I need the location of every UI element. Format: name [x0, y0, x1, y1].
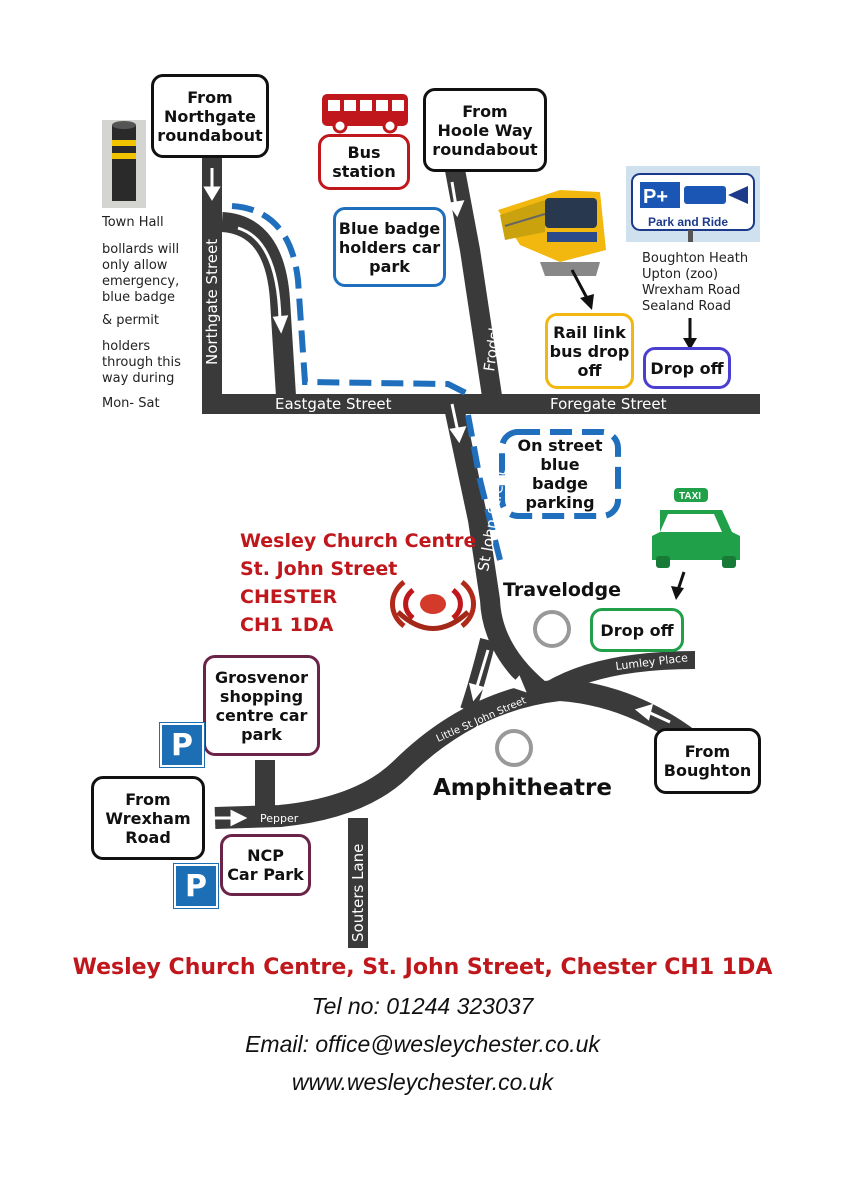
amphitheatre-marker — [495, 729, 533, 767]
blue-badge-route-north — [231, 203, 472, 398]
park-and-ride-code: P+ — [643, 186, 668, 208]
drop-off-taxi-box: Drop off — [590, 608, 684, 652]
travelodge-marker — [533, 610, 571, 648]
st-john-road — [445, 409, 547, 698]
taxi-pointer-arrowhead — [671, 586, 684, 600]
park-and-ride-label: Park and Ride — [648, 215, 728, 229]
street-label-northgate: Northgate Street — [203, 239, 221, 365]
venue-city: CHESTER — [240, 586, 338, 608]
bus-icon — [322, 94, 408, 134]
from-wrexham-box: From Wrexham Road — [91, 776, 205, 860]
taxi-sign-text: TAXI — [679, 491, 701, 502]
taxi-icon: TAXI — [652, 488, 740, 568]
northgate-curve-road — [220, 212, 296, 397]
blue-badge-car-park-box: Blue badge holders car park — [333, 207, 446, 287]
on-street-parking-outline — [499, 429, 621, 519]
from-hoole-way-box: From Hoole Way roundabout — [423, 88, 547, 172]
venue-location-icon — [389, 580, 477, 631]
travelodge-label: Travelodge — [503, 579, 621, 601]
bollards-note-2: & permit — [102, 313, 160, 328]
street-label-eastgate: Eastgate Street — [275, 395, 392, 413]
bus-station-box: Bus station — [318, 134, 410, 190]
bollard-icon — [102, 120, 146, 208]
park-ride-pointer-arrowhead — [683, 338, 697, 350]
little-st-john-road — [214, 678, 697, 829]
amphitheatre-label: Amphitheatre — [433, 775, 612, 801]
drop-off-park-ride-box: Drop off — [643, 347, 731, 389]
bollards-note-3: holders through this way during — [102, 339, 181, 386]
park-and-ride-destinations: Boughton Heath Upton (zoo) Wrexham Road … — [642, 251, 749, 314]
st-john-branch-road — [460, 638, 496, 713]
footer-telephone: Tel no: 01244 323037 — [311, 993, 534, 1019]
street-label-pepper: Pepper — [260, 812, 299, 825]
grosvenor-car-park-box: Grosvenor shopping centre car park — [203, 655, 320, 756]
town-hall-note: Town Hall — [102, 215, 164, 230]
lumley-road — [545, 651, 696, 698]
venue-street: St. John Street — [240, 558, 398, 580]
venue-name: Wesley Church Centre — [240, 530, 477, 552]
street-label-souters: Souters Lane — [349, 844, 367, 942]
frodsham-road — [445, 168, 502, 398]
from-northgate-box: From Northgate roundabout — [151, 74, 269, 158]
train-pointer-arrow — [570, 269, 590, 301]
venue-address-block: Wesley Church Centre St. John Street CHE… — [240, 527, 476, 639]
taxi-pointer-arrow — [676, 571, 686, 591]
blue-badge-routes — [231, 203, 621, 561]
footer-email[interactable]: Email: office@wesleychester.co.uk — [245, 1031, 600, 1057]
train-icon — [498, 190, 606, 276]
street-label-foregate: Foregate Street — [550, 395, 667, 413]
direction-arrows — [203, 168, 671, 827]
on-street-blue-badge-box: On street blue badge parking — [517, 436, 603, 512]
rail-link-box: Rail link bus drop off — [545, 313, 634, 389]
blue-badge-route-south — [465, 414, 503, 561]
footer-website[interactable]: www.wesleychester.co.uk — [291, 1069, 554, 1095]
from-boughton-box: From Boughton — [654, 728, 761, 794]
park-and-ride-sign: P+ Park and Ride — [626, 166, 760, 242]
venue-postcode: CH1 1DA — [240, 614, 334, 636]
footer-address: Wesley Church Centre, St. John Street, C… — [72, 955, 773, 980]
bollards-note-1: bollards will only allow emergency, blue… — [102, 242, 180, 305]
parking-icon-ncp: P — [174, 864, 218, 908]
ncp-car-park-box: NCP Car Park — [220, 834, 311, 896]
bollards-note-4: Mon- Sat — [102, 396, 160, 411]
train-pointer-arrowhead — [580, 294, 594, 310]
parking-icon-grosvenor: P — [160, 723, 204, 767]
